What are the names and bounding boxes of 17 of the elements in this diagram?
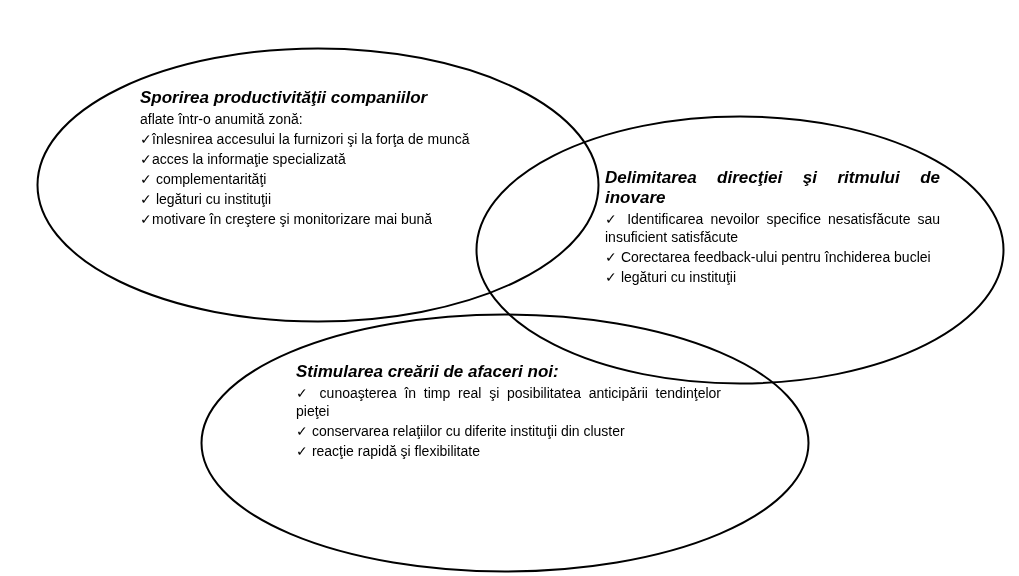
list-item: ✓acces la informaţie specializată (140, 150, 347, 168)
oval-shape (36, 47, 600, 323)
list-item: ✓ Identificarea nevoilor specifice nesatisfăcute sau insuficient satisfăcute (605, 210, 940, 246)
list-item: aflate într-o anumită zonă: (140, 110, 304, 128)
heading-text: Sporirea productivităţii companiilor (140, 88, 429, 108)
list-item: ✓înlesnirea accesului la furnizori şi la forţa de muncă (140, 130, 471, 148)
list-item: ✓ complementarităţi (140, 170, 268, 188)
list-item: ✓ conservarea relaţiilor cu diferite instituţii din cluster (296, 422, 626, 440)
list-item: ✓ Corectarea feedback-ului pentru închiderea buclei (605, 248, 932, 266)
list-item: ✓ reacţie rapidă şi flexibilitate (296, 442, 481, 460)
list-item: ✓ legături cu instituţii (140, 190, 273, 208)
list-item: ✓ cunoaşterea în timp real şi posibilitatea anticipării tendinţelor pieţei (296, 384, 721, 420)
list-item: ✓ legături cu instituţii (605, 268, 738, 286)
oval-shape (200, 313, 810, 573)
heading-text: Delimitarea direcţiei şi ritmului de inovare (605, 168, 940, 208)
heading-text: Stimularea creării de afaceri noi: (296, 362, 560, 382)
list-item: ✓motivare în creştere şi monitorizare mai bună (140, 210, 434, 228)
